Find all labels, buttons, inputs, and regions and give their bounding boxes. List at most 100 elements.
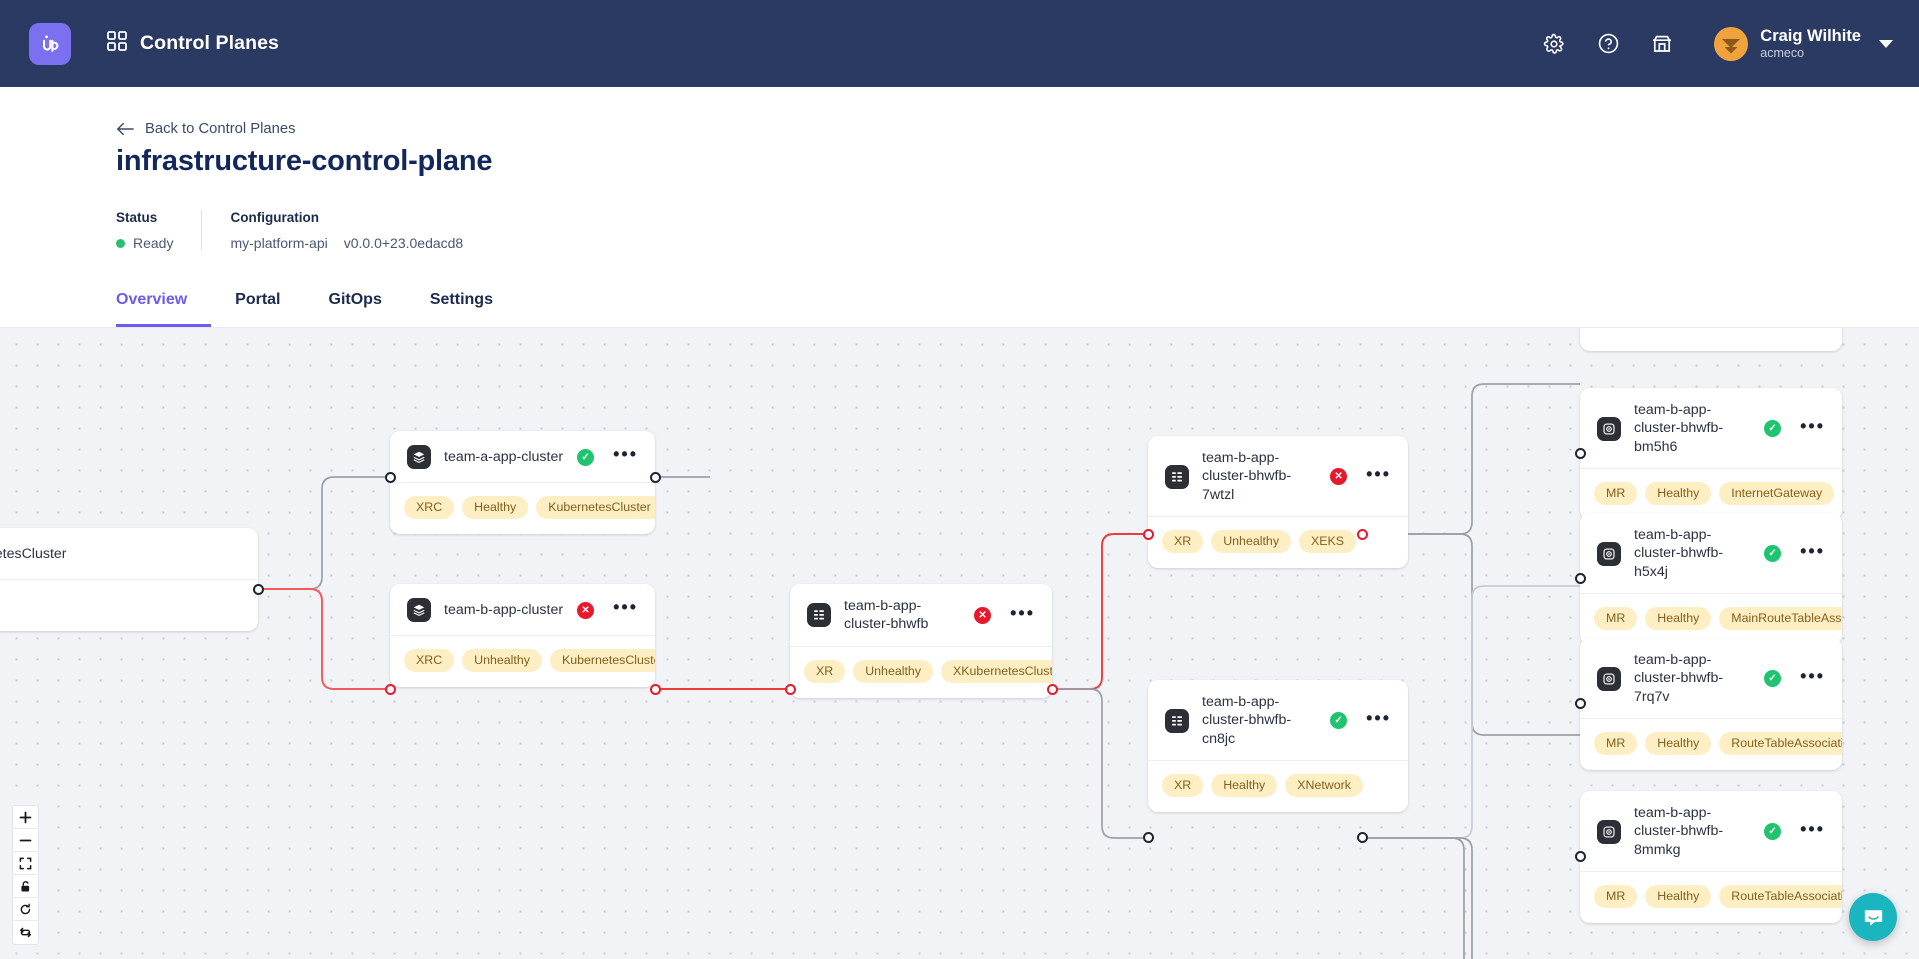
node-tag: KubernetesCluster	[549, 649, 655, 672]
tab-overview[interactable]: Overview	[116, 291, 212, 327]
node-menu-button[interactable]: •••	[1800, 818, 1825, 839]
status-unhealthy-icon: ✕	[1330, 468, 1348, 486]
node-handle-right[interactable]	[1357, 832, 1368, 843]
tab-settings[interactable]: Settings	[429, 291, 493, 308]
node-tag: XEKS	[1299, 530, 1357, 554]
node-tag: RouteTableAssociation	[1719, 732, 1842, 756]
node-handle-left[interactable]	[1575, 448, 1586, 459]
configuration-version: v0.0.0+23.0edacd8	[343, 235, 464, 251]
graph-node[interactable]: team-b-app-cluster-bhwfb-h5x4j ✓ ••• MR …	[1580, 513, 1842, 646]
node-handle-left[interactable]	[1575, 851, 1586, 862]
configuration-block: Configuration my-platform-api v0.0.0+23.…	[201, 210, 463, 251]
status-healthy-icon: ✓	[577, 448, 595, 466]
status-healthy-icon: ✓	[1764, 823, 1782, 841]
support-chat-button[interactable]	[1849, 893, 1897, 941]
graph-edges	[258, 383, 1580, 959]
status-healthy-icon: ✓	[1764, 545, 1782, 563]
managed-resource-icon	[1597, 666, 1621, 691]
node-tag: InternetGateway	[1719, 482, 1835, 506]
node-handle-right[interactable]	[253, 584, 264, 595]
node-title: team-b-app-cluster-bhwfb-cn8jc	[1202, 694, 1292, 747]
status-badge: Ready	[116, 235, 173, 251]
reset-button[interactable]	[13, 898, 38, 921]
node-menu-button[interactable]: •••	[1800, 540, 1825, 561]
node-menu-button[interactable]: •••	[1800, 415, 1825, 436]
node-handle-left[interactable]	[1143, 832, 1154, 843]
graph-node[interactable]: team-b-app-cluster-bhwfb-7rq7v ✓ ••• MR …	[1580, 638, 1842, 771]
lock-button[interactable]	[13, 875, 38, 898]
node-tag: Unhealthy	[462, 649, 542, 672]
tab-gitops[interactable]: GitOps	[328, 291, 382, 308]
upbound-logo[interactable]	[29, 22, 71, 65]
back-link-label: Back to Control Planes	[145, 121, 296, 137]
node-tag: Healthy	[1645, 732, 1712, 756]
graph-node[interactable]	[1580, 328, 1842, 351]
node-handle-right[interactable]	[650, 472, 661, 483]
node-tag: Healthy	[1645, 607, 1712, 631]
node-handle-left[interactable]	[785, 684, 796, 695]
graph-node[interactable]: team-b-app-cluster-bhwfb-cn8jc ✓ ••• XR …	[1148, 680, 1408, 813]
node-handle-right[interactable]	[1357, 529, 1368, 540]
status-healthy-icon: ✓	[1330, 712, 1348, 730]
topbar-actions: Craig Wilhite acmeco	[1538, 26, 1893, 61]
graph-node[interactable]: team-b-app-cluster-bhwfb-7wtzl ✕ ••• XR …	[1148, 436, 1408, 569]
node-handle-left[interactable]	[1575, 698, 1586, 709]
node-tag: Unhealthy	[853, 659, 934, 683]
tab-portal[interactable]: Portal	[235, 291, 281, 308]
top-navigation-bar: Control Planes	[0, 0, 1919, 87]
status-label: Status	[116, 210, 158, 225]
page-tabs: Overview Portal GitOps Settings	[116, 291, 517, 327]
node-title: team-a-app-cluster	[444, 448, 564, 465]
node-tag: Healthy	[462, 496, 529, 519]
node-menu-button[interactable]: •••	[613, 444, 638, 465]
user-name: Craig Wilhite	[1760, 26, 1861, 45]
page-title: infrastructure-control-plane	[116, 145, 493, 177]
node-tag: Healthy	[1211, 774, 1278, 798]
graph-node[interactable]: team-b-app-cluster ✕ ••• XRC Unhealthy K…	[390, 584, 655, 687]
status-healthy-icon: ✓	[1764, 420, 1782, 438]
user-menu[interactable]: Craig Wilhite acmeco	[1714, 26, 1893, 61]
page-meta: Status Ready Configuration my-platform-a…	[116, 210, 463, 251]
configuration-label: Configuration	[230, 210, 319, 225]
graph-node[interactable]: team-b-app-cluster-bhwfb ✕ ••• XR Unheal…	[790, 584, 1052, 698]
node-menu-button[interactable]: •••	[1366, 463, 1391, 484]
node-tag: MR	[1594, 885, 1638, 909]
graph-node[interactable]: K KubernetesCluster API	[0, 528, 258, 631]
resource-graph-canvas[interactable]: K KubernetesCluster API team-a-app-clust…	[0, 328, 1919, 959]
graph-node[interactable]: team-b-app-cluster-bhwfb-bm5h6 ✓ ••• MR …	[1580, 388, 1842, 521]
node-tag: Unhealthy	[1211, 530, 1292, 554]
composite-icon	[1165, 708, 1189, 733]
node-handle-right[interactable]	[650, 684, 661, 695]
node-title: team-b-app-cluster-bhwfb	[844, 598, 929, 633]
node-handle-left[interactable]	[385, 684, 396, 695]
fit-view-button[interactable]	[13, 852, 38, 875]
zoom-in-button[interactable]	[13, 806, 38, 829]
node-tag: XRC	[404, 496, 455, 519]
back-to-control-planes-link[interactable]: Back to Control Planes	[116, 121, 296, 137]
managed-resource-icon	[1597, 416, 1621, 441]
page-header: Back to Control Planes infrastructure-co…	[0, 87, 1919, 328]
status-unhealthy-icon: ✕	[577, 601, 595, 619]
graph-node[interactable]: team-a-app-cluster ✓ ••• XRC Healthy Kub…	[390, 431, 655, 534]
sync-button[interactable]	[13, 921, 38, 944]
node-menu-button[interactable]: •••	[1010, 602, 1035, 623]
graph-node[interactable]: team-b-app-cluster-bhwfb-8mmkg ✓ ••• MR …	[1580, 791, 1842, 924]
node-tag: MainRouteTableAssociation	[1719, 607, 1842, 631]
node-menu-button[interactable]: •••	[1366, 707, 1391, 728]
node-tag: Healthy	[1645, 482, 1712, 506]
chevron-down-icon[interactable]	[1879, 39, 1893, 48]
node-handle-left[interactable]	[1143, 529, 1154, 540]
node-tag: XNetwork	[1285, 774, 1363, 798]
layers-icon	[407, 445, 431, 469]
avatar	[1714, 26, 1749, 61]
node-handle-left[interactable]	[1575, 573, 1586, 584]
node-menu-button[interactable]: •••	[613, 597, 638, 618]
node-menu-button[interactable]: •••	[1800, 665, 1825, 686]
node-handle-left[interactable]	[385, 472, 396, 483]
node-handle-right[interactable]	[1047, 684, 1058, 695]
marketplace-icon[interactable]	[1646, 28, 1678, 60]
gear-icon[interactable]	[1538, 28, 1570, 60]
zoom-out-button[interactable]	[13, 829, 38, 852]
node-tag: XR	[804, 659, 846, 683]
help-circle-icon[interactable]	[1592, 28, 1624, 60]
